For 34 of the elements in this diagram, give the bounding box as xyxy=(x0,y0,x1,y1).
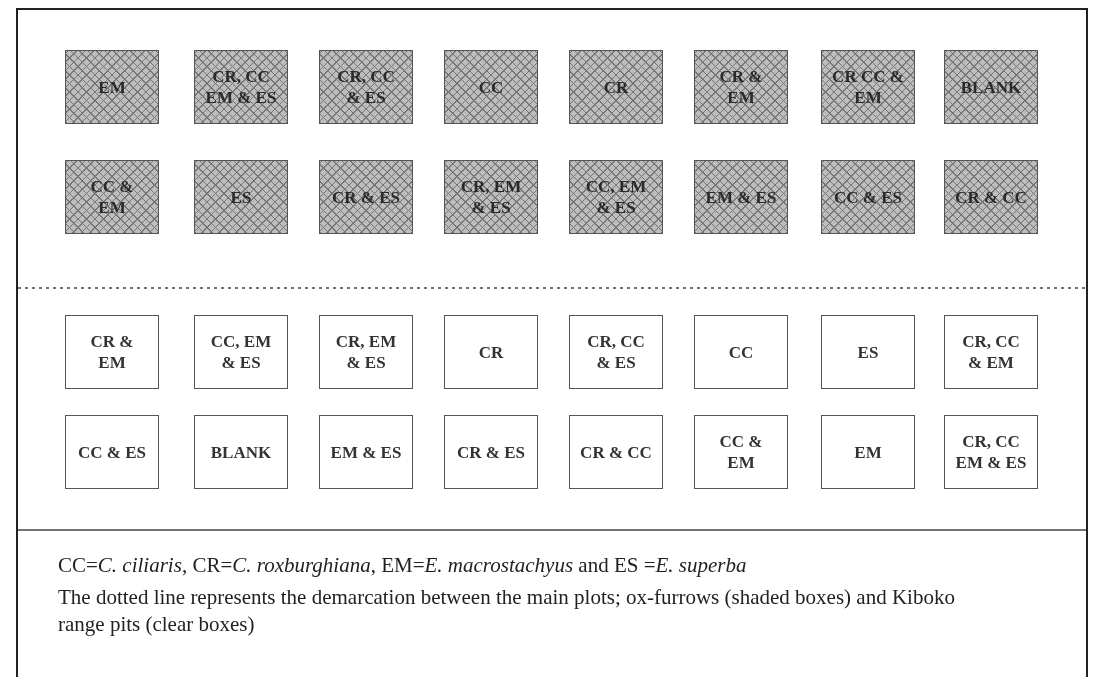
clear-plot-box: CR & ES xyxy=(444,415,538,489)
footnote-text: The dotted line represents the demarcation between the main plots; ox-furrows (shaded boxes) and Kiboko range pits (clear boxes) xyxy=(58,584,956,638)
shaded-plot-box: CR & ES xyxy=(319,160,413,234)
shaded-plot-box: CC & EM xyxy=(65,160,159,234)
clear-plot-box: CR, CC & EM xyxy=(944,315,1038,389)
clear-plot-box: EM xyxy=(821,415,915,489)
clear-plot-box: BLANK xyxy=(194,415,288,489)
clear-plot-box: ES xyxy=(821,315,915,389)
clear-plot-box: CR, CC EM & ES xyxy=(944,415,1038,489)
shaded-plot-box: BLANK xyxy=(944,50,1038,124)
shaded-plot-box: CR, EM & ES xyxy=(444,160,538,234)
clear-plot-box: EM & ES xyxy=(319,415,413,489)
clear-plot-box: CR, EM & ES xyxy=(319,315,413,389)
shaded-plot-box: EM & ES xyxy=(694,160,788,234)
shaded-plot-box: CR & EM xyxy=(694,50,788,124)
clear-plot-box: CR xyxy=(444,315,538,389)
shaded-plot-box: CR CC & EM xyxy=(821,50,915,124)
clear-plot-box: CR & EM xyxy=(65,315,159,389)
clear-plot-box: CC, EM & ES xyxy=(194,315,288,389)
clear-plot-box: CC xyxy=(694,315,788,389)
shaded-plot-box: CC xyxy=(444,50,538,124)
clear-plot-box: CR, CC & ES xyxy=(569,315,663,389)
shaded-plot-box: CR xyxy=(569,50,663,124)
shaded-plot-box: ES xyxy=(194,160,288,234)
clear-plot-box: CC & ES xyxy=(65,415,159,489)
shaded-plot-box: CR & CC xyxy=(944,160,1038,234)
footnote-text: CC=C. ciliaris, CR=C. roxburghiana, EM=E. macrostachyus and ES =E. superba xyxy=(58,552,748,579)
shaded-plot-box: CC, EM & ES xyxy=(569,160,663,234)
shaded-plot-box: CR, CC EM & ES xyxy=(194,50,288,124)
clear-plot-box: CR & CC xyxy=(569,415,663,489)
shaded-plot-box: EM xyxy=(65,50,159,124)
shaded-plot-box: CR, CC & ES xyxy=(319,50,413,124)
clear-plot-box: CC & EM xyxy=(694,415,788,489)
shaded-plot-box: CC & ES xyxy=(821,160,915,234)
